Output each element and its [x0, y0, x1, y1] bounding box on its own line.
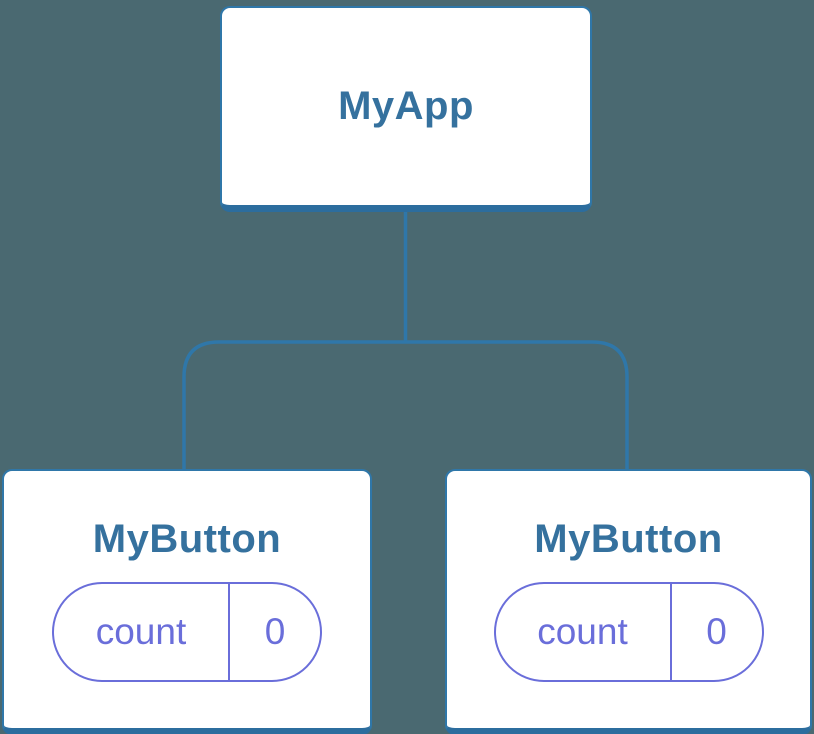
- state-value-label: 0: [264, 611, 286, 652]
- state-key-label: count: [54, 584, 230, 680]
- node-mybutton-left-label: MyButton: [92, 517, 282, 561]
- node-mybutton-left: MyButton count 0: [2, 469, 372, 734]
- node-myapp-label: MyApp: [338, 84, 474, 128]
- state-key-label: count: [496, 584, 672, 680]
- node-mybutton-right: MyButton count 0: [445, 469, 812, 734]
- state-pill-right: count 0: [493, 582, 764, 682]
- children-bracket-line: [182, 340, 629, 470]
- state-value-label: 0: [706, 611, 727, 652]
- node-mybutton-right-label: MyButton: [534, 517, 723, 561]
- node-myapp: MyApp: [220, 6, 592, 212]
- state-pill-left: count 0: [52, 582, 322, 682]
